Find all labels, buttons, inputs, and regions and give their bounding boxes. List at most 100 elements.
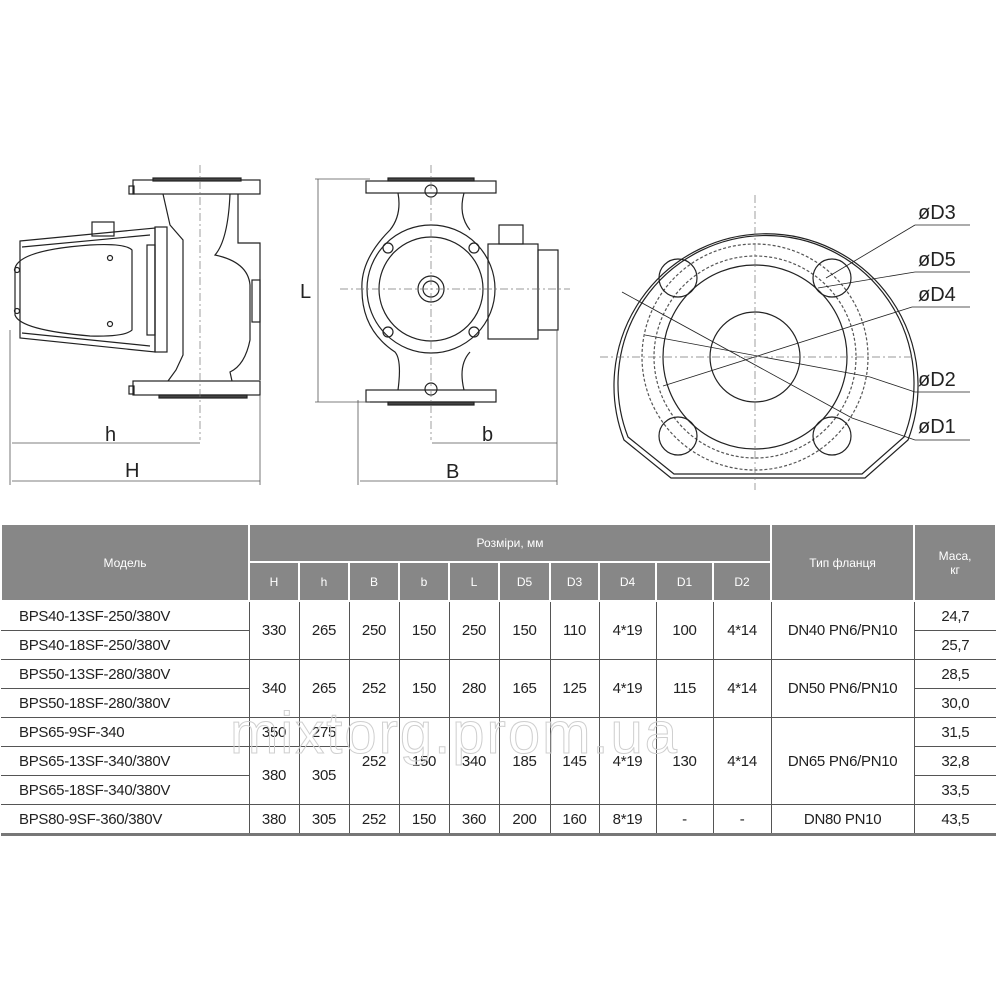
cell-D4: 4*19 bbox=[598, 717, 657, 805]
dim-label-D1: øD1 bbox=[918, 416, 956, 438]
header-dim-D2: D2 bbox=[711, 561, 773, 602]
dim-label-D3: øD3 bbox=[918, 202, 956, 224]
table-row: BPS50-13SF-280/380V 340 265 252 150 280 … bbox=[1, 659, 997, 718]
cell-D5: 200 bbox=[498, 804, 551, 836]
header-dim-D5: D5 bbox=[498, 561, 551, 602]
cell-D1: 115 bbox=[655, 659, 714, 718]
cell-h: 305 bbox=[298, 746, 350, 805]
cell-D2: 4*14 bbox=[712, 659, 772, 718]
cell-mass: 25,7 bbox=[913, 630, 997, 660]
cell-H: 380 bbox=[248, 804, 300, 836]
cell-D5: 150 bbox=[498, 601, 551, 660]
cell-D3: 145 bbox=[549, 717, 600, 805]
cell-b: 150 bbox=[398, 804, 450, 836]
cell-mass: 24,7 bbox=[913, 601, 997, 631]
dim-label-h: h bbox=[105, 424, 116, 446]
model-name: BPS65-9SF-340 bbox=[1, 717, 250, 747]
cell-h: 275 bbox=[298, 717, 350, 747]
cell-L: 340 bbox=[448, 717, 500, 805]
cell-b: 150 bbox=[398, 717, 450, 805]
cell-b: 150 bbox=[398, 601, 450, 660]
specs-table: Модель Розміри, мм Тип фланця Маса,кг H … bbox=[0, 523, 998, 836]
cell-D1: 100 bbox=[655, 601, 714, 660]
cell-D2: 4*14 bbox=[712, 717, 772, 805]
header-dim-D3: D3 bbox=[549, 561, 600, 602]
cell-D4: 4*19 bbox=[598, 601, 657, 660]
cell-D3: 110 bbox=[549, 601, 600, 660]
cell-flange: DN50 PN6/PN10 bbox=[770, 659, 915, 718]
dim-label-D4: øD4 bbox=[918, 284, 956, 306]
table-row: BPS40-13SF-250/380V 330 265 250 150 250 … bbox=[1, 601, 997, 660]
flange-view bbox=[613, 224, 970, 479]
cell-L: 250 bbox=[448, 601, 500, 660]
header-dim-L: L bbox=[448, 561, 500, 602]
header-dim-D4: D4 bbox=[598, 561, 657, 602]
cell-h: 305 bbox=[298, 804, 350, 836]
cell-B: 252 bbox=[348, 659, 400, 718]
table-row: BPS65-18SF-340/380V 33,5 bbox=[1, 775, 997, 805]
header-flange: Тип фланця bbox=[770, 523, 916, 602]
cell-h: 265 bbox=[298, 659, 350, 718]
header-model: Модель bbox=[0, 523, 250, 602]
cell-mass: 32,8 bbox=[913, 746, 997, 776]
table-row: BPS65-13SF-340/380V 380 305 32,8 bbox=[1, 746, 997, 805]
cell-b: 150 bbox=[398, 659, 450, 718]
cell-mass: 28,5 bbox=[913, 659, 997, 689]
cell-flange: DN40 PN6/PN10 bbox=[770, 601, 915, 660]
cell-H: 340 bbox=[248, 659, 300, 718]
table-row: BPS65-9SF-340 350 275 252 150 340 185 14… bbox=[1, 717, 997, 805]
cell-D2: 4*14 bbox=[712, 601, 772, 660]
table-row: BPS40-18SF-250/380V 25,7 bbox=[1, 630, 997, 660]
header-dim-h: h bbox=[298, 561, 350, 602]
header-dim-b: b bbox=[398, 561, 450, 602]
cell-D3: 160 bbox=[549, 804, 600, 836]
cell-H: 380 bbox=[248, 746, 300, 805]
cell-D1: - bbox=[655, 804, 714, 836]
header-dim-D1: D1 bbox=[655, 561, 714, 602]
pump-front-view bbox=[361, 177, 559, 406]
dim-label-D5: øD5 bbox=[918, 249, 956, 271]
table-row: BPS50-18SF-280/380V 30,0 bbox=[1, 688, 997, 718]
cell-mass: 43,5 bbox=[913, 804, 997, 836]
cell-D2: - bbox=[712, 804, 772, 836]
cell-flange: DN80 PN10 bbox=[770, 804, 915, 836]
cell-flange: DN65 PN6/PN10 bbox=[770, 717, 915, 805]
cell-B: 252 bbox=[348, 717, 400, 805]
model-name: BPS65-13SF-340/380V bbox=[1, 746, 250, 776]
dim-label-L: L bbox=[300, 281, 311, 303]
table-row: BPS80-9SF-360/380V 380 305 252 150 360 2… bbox=[1, 804, 997, 836]
cell-mass: 31,5 bbox=[913, 717, 997, 747]
cell-H: 330 bbox=[248, 601, 300, 660]
cell-B: 250 bbox=[348, 601, 400, 660]
dim-label-D2: øD2 bbox=[918, 369, 956, 391]
cell-mass: 30,0 bbox=[913, 688, 997, 718]
technical-drawing: h H L b B øD3 øD5 øD4 øD2 øD1 bbox=[9, 165, 970, 490]
model-name: BPS40-13SF-250/380V bbox=[1, 601, 250, 631]
dim-label-b: b bbox=[482, 424, 493, 446]
cell-L: 360 bbox=[448, 804, 500, 836]
model-name: BPS50-13SF-280/380V bbox=[1, 659, 250, 689]
header-mass: Маса,кг bbox=[913, 523, 998, 602]
model-name: BPS65-18SF-340/380V bbox=[1, 775, 250, 805]
cell-D5: 185 bbox=[498, 717, 551, 805]
model-name: BPS40-18SF-250/380V bbox=[1, 630, 250, 660]
cell-D3: 125 bbox=[549, 659, 600, 718]
model-name: BPS50-18SF-280/380V bbox=[1, 688, 250, 718]
cell-B: 252 bbox=[348, 804, 400, 836]
cell-D4: 4*19 bbox=[598, 659, 657, 718]
cell-D1: 130 bbox=[655, 717, 714, 805]
pump-side-view bbox=[13, 177, 261, 399]
cell-H: 350 bbox=[248, 717, 300, 747]
specs-table-container: Модель Розміри, мм Тип фланця Маса,кг H … bbox=[0, 523, 998, 836]
dim-label-B: B bbox=[446, 461, 459, 483]
header-dimensions: Розміри, мм bbox=[247, 523, 773, 563]
cell-D4: 8*19 bbox=[598, 804, 657, 836]
dim-label-H: H bbox=[125, 460, 139, 482]
header-dim-B: B bbox=[348, 561, 400, 602]
cell-D5: 165 bbox=[498, 659, 551, 718]
header-dim-H: H bbox=[248, 561, 300, 602]
model-name: BPS80-9SF-360/380V bbox=[1, 804, 250, 836]
cell-mass: 33,5 bbox=[913, 775, 997, 805]
cell-h: 265 bbox=[298, 601, 350, 660]
cell-L: 280 bbox=[448, 659, 500, 718]
